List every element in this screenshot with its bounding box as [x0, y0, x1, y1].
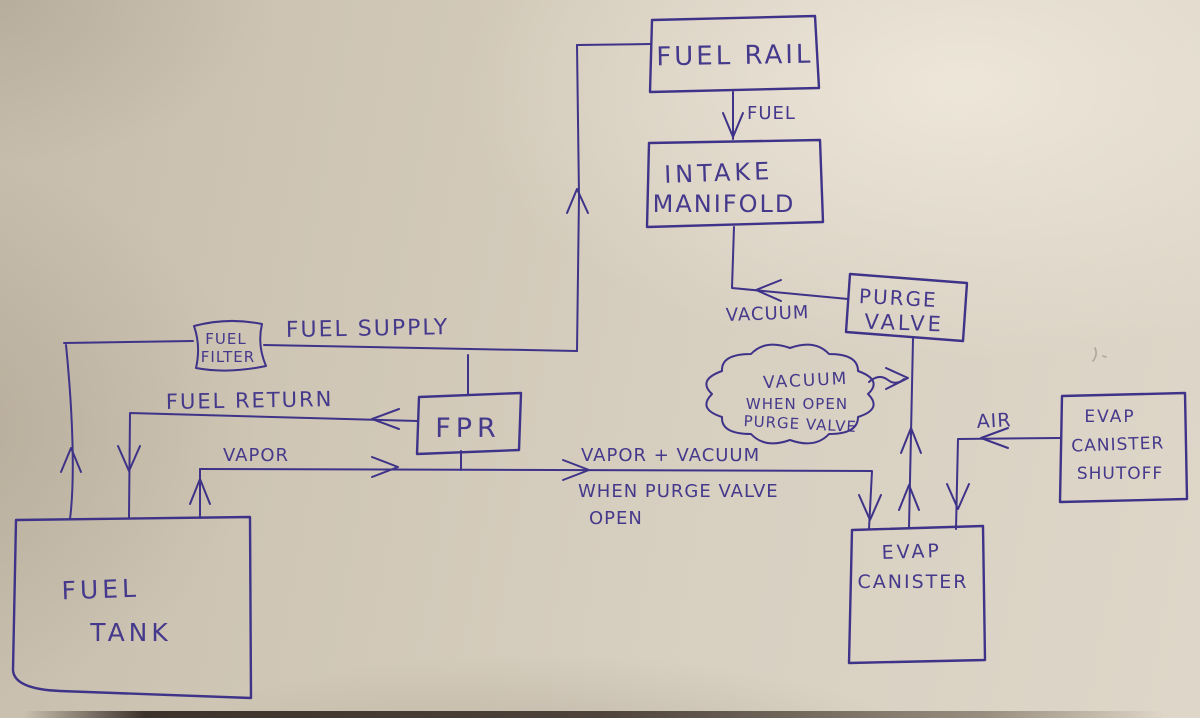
fuel-rail-label: FUEL RAIL [656, 40, 814, 73]
vacuum-cloud-shape [705, 343, 875, 445]
fuel-supply-line-left [63, 340, 194, 344]
fuel-return-label: FUEL RETURN [166, 387, 334, 414]
fuel-supply-tank-riser [65, 344, 74, 520]
vapor-line [199, 468, 873, 530]
fuel-filter-box [193, 319, 267, 372]
edge-vacuum-purge-to-intake: VACUUM [725, 226, 849, 326]
smudge-mark [1092, 347, 1107, 362]
arrow-down-icon [722, 112, 744, 138]
purge-valve-label-line2: VALVE [864, 310, 944, 337]
edge-fuel-return: FUEL RETURN [117, 387, 419, 518]
arrow-up-icon [566, 188, 589, 214]
arrow-left-icon [755, 279, 782, 302]
fuel-supply-top-run [576, 43, 652, 46]
evap-canister-shutoff-box [1058, 391, 1189, 504]
fuel-tank-label-line1: FUEL [61, 574, 140, 606]
arrow-right-icon [562, 459, 590, 481]
table-edge-shadow [0, 711, 1200, 718]
intake-manifold-label-line1: INTAKE [664, 157, 774, 189]
fuel-supply-label: FUEL SUPPLY [286, 315, 450, 343]
edge-fuel-rail-to-intake: FUEL [722, 91, 796, 140]
arrow-right-icon [371, 456, 399, 478]
evap-canister-box [847, 524, 987, 665]
vapor-vacuum-label-line2: WHEN PURGE VALVE [578, 481, 779, 502]
fuel-return-line [128, 412, 419, 518]
purge-valve-box [844, 272, 969, 343]
fuel-supply-line-right [263, 344, 578, 352]
air-label: AIR [976, 409, 1012, 433]
pencil-smudge [1092, 347, 1107, 362]
fuel-supply-riser [576, 44, 580, 352]
fuel-tank-box [11, 515, 253, 700]
vacuum-cloud-label-line1: VACUUM [763, 369, 849, 393]
edge-air: AIR [946, 409, 1061, 530]
arrow-down-icon [858, 494, 882, 521]
node-evap-canister: EVAP CANISTER [847, 524, 987, 665]
vacuum-label: VACUUM [725, 302, 809, 326]
node-purge-valve: PURGE VALVE [844, 272, 969, 343]
edge-cloud-pointer [868, 367, 909, 390]
vapor-label: VAPOR [223, 445, 289, 466]
edge-purge-to-evap-canister [898, 338, 922, 529]
arrow-left-icon [980, 427, 1009, 449]
air-line [955, 437, 1061, 530]
vacuum-cloud-label-line2: WHEN OPEN [746, 395, 848, 413]
evap-canister-shutoff-label-line1: EVAP [1084, 407, 1135, 427]
arrow-right-icon [885, 367, 909, 390]
intake-drop-line [731, 226, 849, 300]
arrow-down-icon [117, 445, 141, 472]
evap-canister-shutoff-label-line2: CANISTER [1071, 433, 1165, 456]
edge-fpr-connectors [460, 354, 469, 471]
purge-valve-label-line1: PURGE [858, 284, 938, 312]
intake-manifold-box [645, 138, 825, 229]
fuel-filter-label-line1: FUEL [205, 330, 246, 348]
node-fpr: FPR [415, 391, 523, 456]
arrow-left-icon [371, 408, 400, 430]
intake-manifold-label-line2: MANIFOLD [653, 190, 796, 218]
arrow-down-icon [946, 483, 970, 510]
node-fuel-tank: FUEL TANK [11, 515, 253, 700]
edge-vapor: VAPOR VAPOR + VACUUM WHEN PURGE VALVE OP… [189, 445, 882, 530]
vapor-vacuum-label-line1: VAPOR + VACUUM [581, 445, 760, 466]
arrow-up-icon [60, 447, 82, 473]
edge-fuel-supply: FUEL SUPPLY [60, 43, 652, 520]
arrow-up-icon [900, 427, 922, 454]
evap-canister-label-line2: CANISTER [858, 571, 969, 593]
fuel-filter-label-line2: FILTER [201, 348, 255, 366]
evap-canister-label-line1: EVAP [881, 540, 942, 564]
fuel-rail-box [648, 14, 821, 94]
arrow-up-icon [189, 478, 211, 505]
purge-canister-line [908, 338, 914, 529]
fpr-label: FPR [435, 413, 501, 444]
node-intake-manifold: INTAKE MANIFOLD [645, 138, 825, 229]
node-fuel-filter: FUEL FILTER [193, 319, 267, 372]
vacuum-cloud-label-line3: PURGE VALVE [743, 412, 857, 436]
node-fuel-rail: FUEL RAIL [648, 14, 821, 94]
arrow-up-icon [898, 484, 920, 511]
fuel-label: FUEL [747, 103, 796, 124]
vapor-vacuum-label-line3: OPEN [589, 508, 643, 529]
fuel-tank-label-line2: TANK [89, 618, 172, 647]
node-vacuum-cloud: VACUUM WHEN OPEN PURGE VALVE [705, 343, 875, 445]
evap-canister-shutoff-label-line3: SHUTOFF [1077, 464, 1163, 484]
fpr-box [415, 391, 523, 456]
node-evap-canister-shutoff: EVAP CANISTER SHUTOFF [1058, 391, 1189, 504]
